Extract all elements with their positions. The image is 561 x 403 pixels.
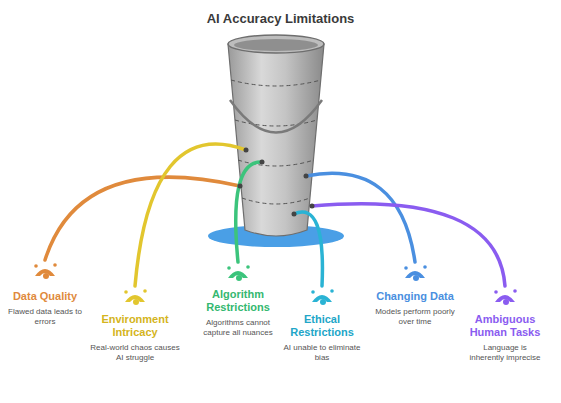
limitation-description: Real-world chaos causes AI struggle bbox=[87, 343, 183, 363]
bucket-handle bbox=[230, 100, 322, 133]
limitation-item: Changing DataModels perform poorly over … bbox=[365, 290, 465, 327]
limitation-item: Environment IntricacyReal-world chaos ca… bbox=[87, 313, 183, 363]
limitation-description: Flawed data leads to errors bbox=[1, 307, 89, 327]
limitation-item: Algorithm RestrictionsAlgorithms cannot … bbox=[192, 288, 284, 338]
splash bbox=[311, 289, 334, 305]
limitation-description: AI unable to eliminate bias bbox=[280, 343, 364, 363]
limitation-item: Ambiguous Human TasksLanguage is inheren… bbox=[459, 313, 551, 363]
splash bbox=[494, 289, 517, 305]
limitation-heading: Ethical Restrictions bbox=[280, 313, 364, 339]
limitation-heading: Environment Intricacy bbox=[93, 313, 177, 339]
bucket-inside bbox=[234, 39, 318, 51]
bucket-hole bbox=[310, 204, 315, 209]
splash bbox=[124, 289, 147, 305]
leak-stream bbox=[306, 173, 415, 262]
leak-stream bbox=[312, 204, 505, 286]
bucket-hole bbox=[238, 184, 243, 189]
bucket-hole bbox=[244, 148, 249, 153]
bucket-band bbox=[242, 198, 310, 204]
leak-stream bbox=[236, 162, 262, 262]
bucket-hole bbox=[304, 174, 309, 179]
limitation-heading: Changing Data bbox=[365, 290, 465, 303]
splash bbox=[227, 265, 250, 281]
limitation-description: Language is inherently imprecise bbox=[465, 343, 545, 363]
limitation-description: Models perform poorly over time bbox=[375, 307, 455, 327]
splash bbox=[34, 263, 57, 279]
bucket-body bbox=[228, 44, 324, 236]
leak-stream bbox=[135, 144, 246, 286]
bucket-rim bbox=[228, 35, 324, 53]
limitation-item: Ethical Restrictions AI unable to elimina… bbox=[280, 313, 364, 363]
splash bbox=[404, 265, 427, 281]
diagram-title: AI Accuracy Limitations bbox=[0, 11, 561, 26]
leak-stream bbox=[294, 212, 322, 286]
bucket-hole bbox=[260, 160, 265, 165]
limitation-heading: Data Quality bbox=[0, 290, 95, 303]
bucket-hole bbox=[292, 212, 297, 217]
limitation-heading: Ambiguous Human Tasks bbox=[459, 313, 551, 339]
bucket-band bbox=[231, 80, 321, 86]
limitation-description: Algorithms cannot capture all nuances bbox=[192, 318, 284, 338]
limitation-item: Data QualityFlawed data leads to errors bbox=[0, 290, 95, 327]
leak-stream bbox=[45, 177, 240, 260]
limitation-heading: Algorithm Restrictions bbox=[196, 288, 280, 314]
